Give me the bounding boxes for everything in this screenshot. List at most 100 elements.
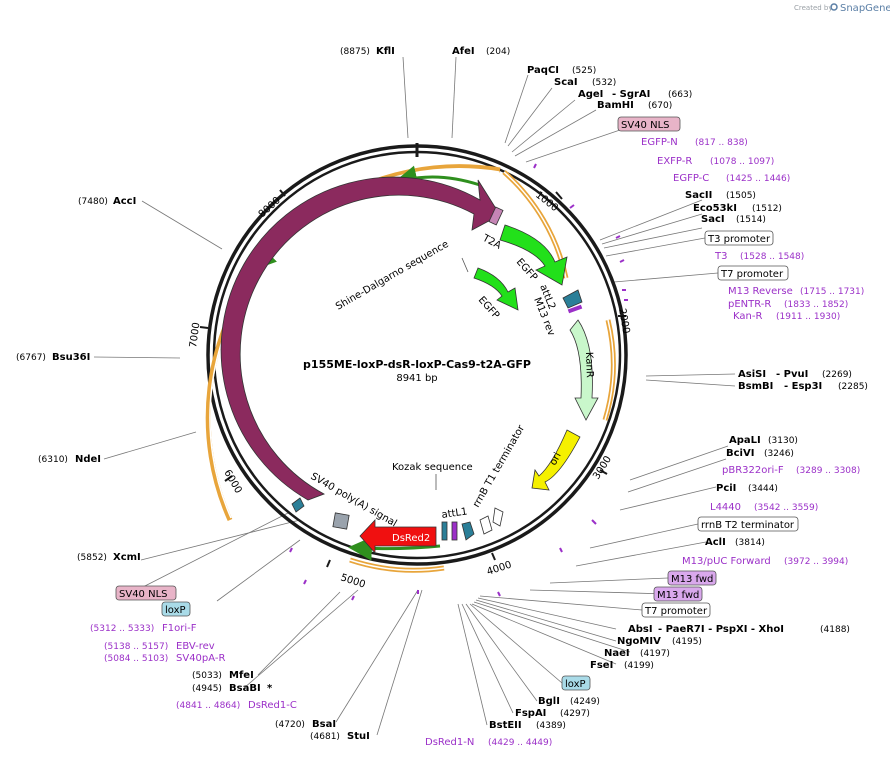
site-pcii[interactable]: PciI (3444)	[716, 483, 778, 494]
svg-text:(4841 .. 4864): (4841 .. 4864)	[176, 701, 240, 711]
site-naei[interactable]: NaeI (4197)	[604, 648, 670, 659]
site-kfli[interactable]: (8875) KflI	[340, 46, 395, 57]
site-fsei[interactable]: FseI (4199)	[590, 660, 654, 671]
box-loxp-right[interactable]: loxP	[561, 675, 591, 691]
box-sv40-nls-top[interactable]: SV40 NLS	[617, 116, 681, 132]
site-apali[interactable]: ApaLI (3130)	[729, 435, 798, 446]
svg-text:(4197): (4197)	[640, 649, 670, 659]
site-sacii[interactable]: SacII (1505)	[685, 190, 756, 201]
tick-2000: 2000	[616, 308, 631, 335]
site-bsteii[interactable]: BstEII (4389)	[489, 720, 566, 731]
site-eco53ki[interactable]: Eco53kI (1512)	[693, 203, 782, 214]
primer-ebv-rev[interactable]: (5138 .. 5157) EBV-rev	[104, 641, 215, 652]
site-bgli[interactable]: BglI (4249)	[538, 696, 600, 707]
primer-pbr322ori-f[interactable]: pBR322ori-F (3289 .. 3308)	[722, 465, 860, 476]
attl2-feature[interactable]	[562, 289, 583, 309]
rrnb-t2-feature[interactable]	[492, 507, 504, 527]
site-paqci[interactable]: PaqCI (525)	[527, 65, 596, 76]
primer-egfp-c[interactable]: EGFP-C (1425 .. 1446)	[673, 173, 790, 184]
svg-text:PaqCI: PaqCI	[527, 65, 559, 76]
site-saci[interactable]: SacI (1514)	[701, 214, 766, 225]
site-acci[interactable]: (7480) AccI	[78, 196, 136, 207]
primer-f1ori-f[interactable]: (5312 .. 5333) F1ori-F	[90, 623, 197, 634]
box-m13-fwd-1[interactable]: M13 fwd	[667, 570, 717, 586]
svg-text:BglI: BglI	[538, 696, 560, 707]
egfp-inner-feature[interactable]	[473, 267, 519, 311]
primer-kan-r[interactable]: Kan-R (1911 .. 1930)	[733, 311, 840, 322]
svg-text:M13 fwd: M13 fwd	[657, 590, 699, 601]
box-sv40-nls-left[interactable]: SV40 NLS	[115, 585, 177, 601]
m13-fwd-small-feature[interactable]	[451, 521, 458, 541]
kanr-label: KanR	[583, 352, 595, 378]
site-bamhi[interactable]: BamHI (670)	[597, 100, 672, 111]
ori-feature[interactable]	[531, 429, 581, 491]
svg-text:pENTR-R: pENTR-R	[728, 299, 771, 310]
box-t7-promoter-top[interactable]: T7 promoter	[717, 265, 789, 281]
cas9-feature[interactable]	[220, 176, 501, 501]
t2a-feature[interactable]	[488, 206, 504, 226]
primers: EGFP-N (817 .. 838) EXFP-R (1078 .. 1097…	[90, 137, 864, 748]
primer-m13-reverse[interactable]: M13 Reverse (1715 .. 1731)	[728, 286, 864, 297]
kanr-feature[interactable]	[569, 319, 599, 421]
svg-text:*: *	[267, 683, 273, 694]
site-bcivi[interactable]: BciVI (3246)	[726, 448, 794, 459]
attl1-feature[interactable]	[461, 521, 475, 541]
tick-4000: 4000	[486, 560, 514, 578]
site-stui[interactable]: (4681) StuI	[310, 731, 370, 742]
primer-egfp-n[interactable]: EGFP-N (817 .. 838)	[641, 137, 748, 148]
primer-exfp-r[interactable]: EXFP-R (1078 .. 1097)	[657, 156, 774, 167]
primer-dsred1-n[interactable]: DsRed1-N (4429 .. 4449)	[425, 737, 552, 748]
svg-text:(4945): (4945)	[192, 684, 222, 694]
site-absi[interactable]: AbsI - PaeR7I - PspXI - XhoI (4188)	[628, 624, 850, 635]
site-scai[interactable]: ScaI (532)	[554, 77, 616, 88]
box-t3-promoter[interactable]: T3 promoter	[704, 230, 774, 246]
primer-sv40pa-r[interactable]: (5084 .. 5103) SV40pA-R	[104, 653, 225, 664]
primer-t3[interactable]: T3 (1528 .. 1548)	[714, 251, 804, 262]
box-m13-fwd-2[interactable]: M13 fwd	[653, 586, 703, 602]
svg-text:rrnB T2 terminator: rrnB T2 terminator	[701, 520, 795, 531]
site-mfei[interactable]: (5033) MfeI	[192, 670, 254, 681]
box-rrnb-t2[interactable]: rrnB T2 terminator	[697, 516, 799, 532]
site-asisi[interactable]: AsiSI - PvuI (2269)	[738, 369, 852, 380]
site-agei[interactable]: AgeI - SgrAI (663)	[578, 89, 692, 100]
svg-text:- Esp3I: - Esp3I	[784, 381, 822, 392]
svg-text:(663): (663)	[668, 90, 692, 100]
site-bsai[interactable]: (4720) BsaI	[275, 719, 336, 730]
site-bsu36i[interactable]: (6767) Bsu36I	[16, 352, 90, 363]
svg-text:M13/pUC Forward: M13/pUC Forward	[682, 556, 771, 567]
svg-text:AbsI: AbsI	[628, 624, 653, 635]
box-loxp-left[interactable]: loxP	[161, 601, 191, 617]
egfp-inner-label: EGFP	[476, 295, 501, 322]
site-ndei[interactable]: (6310) NdeI	[38, 454, 101, 465]
egfp-outer-feature[interactable]	[499, 224, 568, 286]
primer-pentr-r[interactable]: pENTR-R (1833 .. 1852)	[728, 299, 848, 310]
dsred2-feature[interactable]	[359, 518, 437, 555]
svg-text:(4681): (4681)	[310, 732, 340, 742]
site-fspai[interactable]: FspAI (4297)	[515, 708, 590, 719]
sv40-polya-feature[interactable]	[332, 512, 350, 530]
loxp-small-feature[interactable]	[441, 521, 448, 541]
svg-text:FspAI: FspAI	[515, 708, 546, 719]
primer-m13-puc-forward[interactable]: M13/pUC Forward (3972 .. 3994)	[682, 556, 848, 567]
primer-l4440[interactable]: L4440 (3542 .. 3559)	[710, 502, 818, 513]
svg-text:M13 Reverse: M13 Reverse	[728, 286, 793, 297]
m13-rev-feature[interactable]	[567, 304, 583, 314]
svg-text:(4199): (4199)	[624, 661, 654, 671]
site-bsabi[interactable]: (4945) BsaBI *	[192, 683, 273, 694]
svg-text:(3130): (3130)	[768, 436, 798, 446]
rrnb-t1-feature[interactable]	[479, 515, 493, 535]
svg-text:(525): (525)	[572, 66, 596, 76]
site-bsmbi[interactable]: BsmBI - Esp3I (2285)	[738, 381, 868, 392]
box-t7-promoter-bottom[interactable]: T7 promoter	[641, 602, 711, 618]
t2a-label: T2A	[480, 232, 503, 251]
svg-text:StuI: StuI	[347, 731, 370, 742]
primer-dsred1-c[interactable]: (4841 .. 4864) DsRed1-C	[176, 700, 297, 711]
site-afei[interactable]: AfeI (204)	[452, 46, 510, 57]
site-ngomiv[interactable]: NgoMIV (4195)	[617, 636, 702, 647]
svg-text:(5852): (5852)	[77, 553, 107, 563]
attl1-label: attL1	[441, 506, 468, 520]
site-acli[interactable]: AclI (3814)	[705, 537, 765, 548]
sv40-nls-small-feature[interactable]	[291, 497, 305, 513]
site-xcmi[interactable]: (5852) XcmI	[77, 552, 141, 563]
